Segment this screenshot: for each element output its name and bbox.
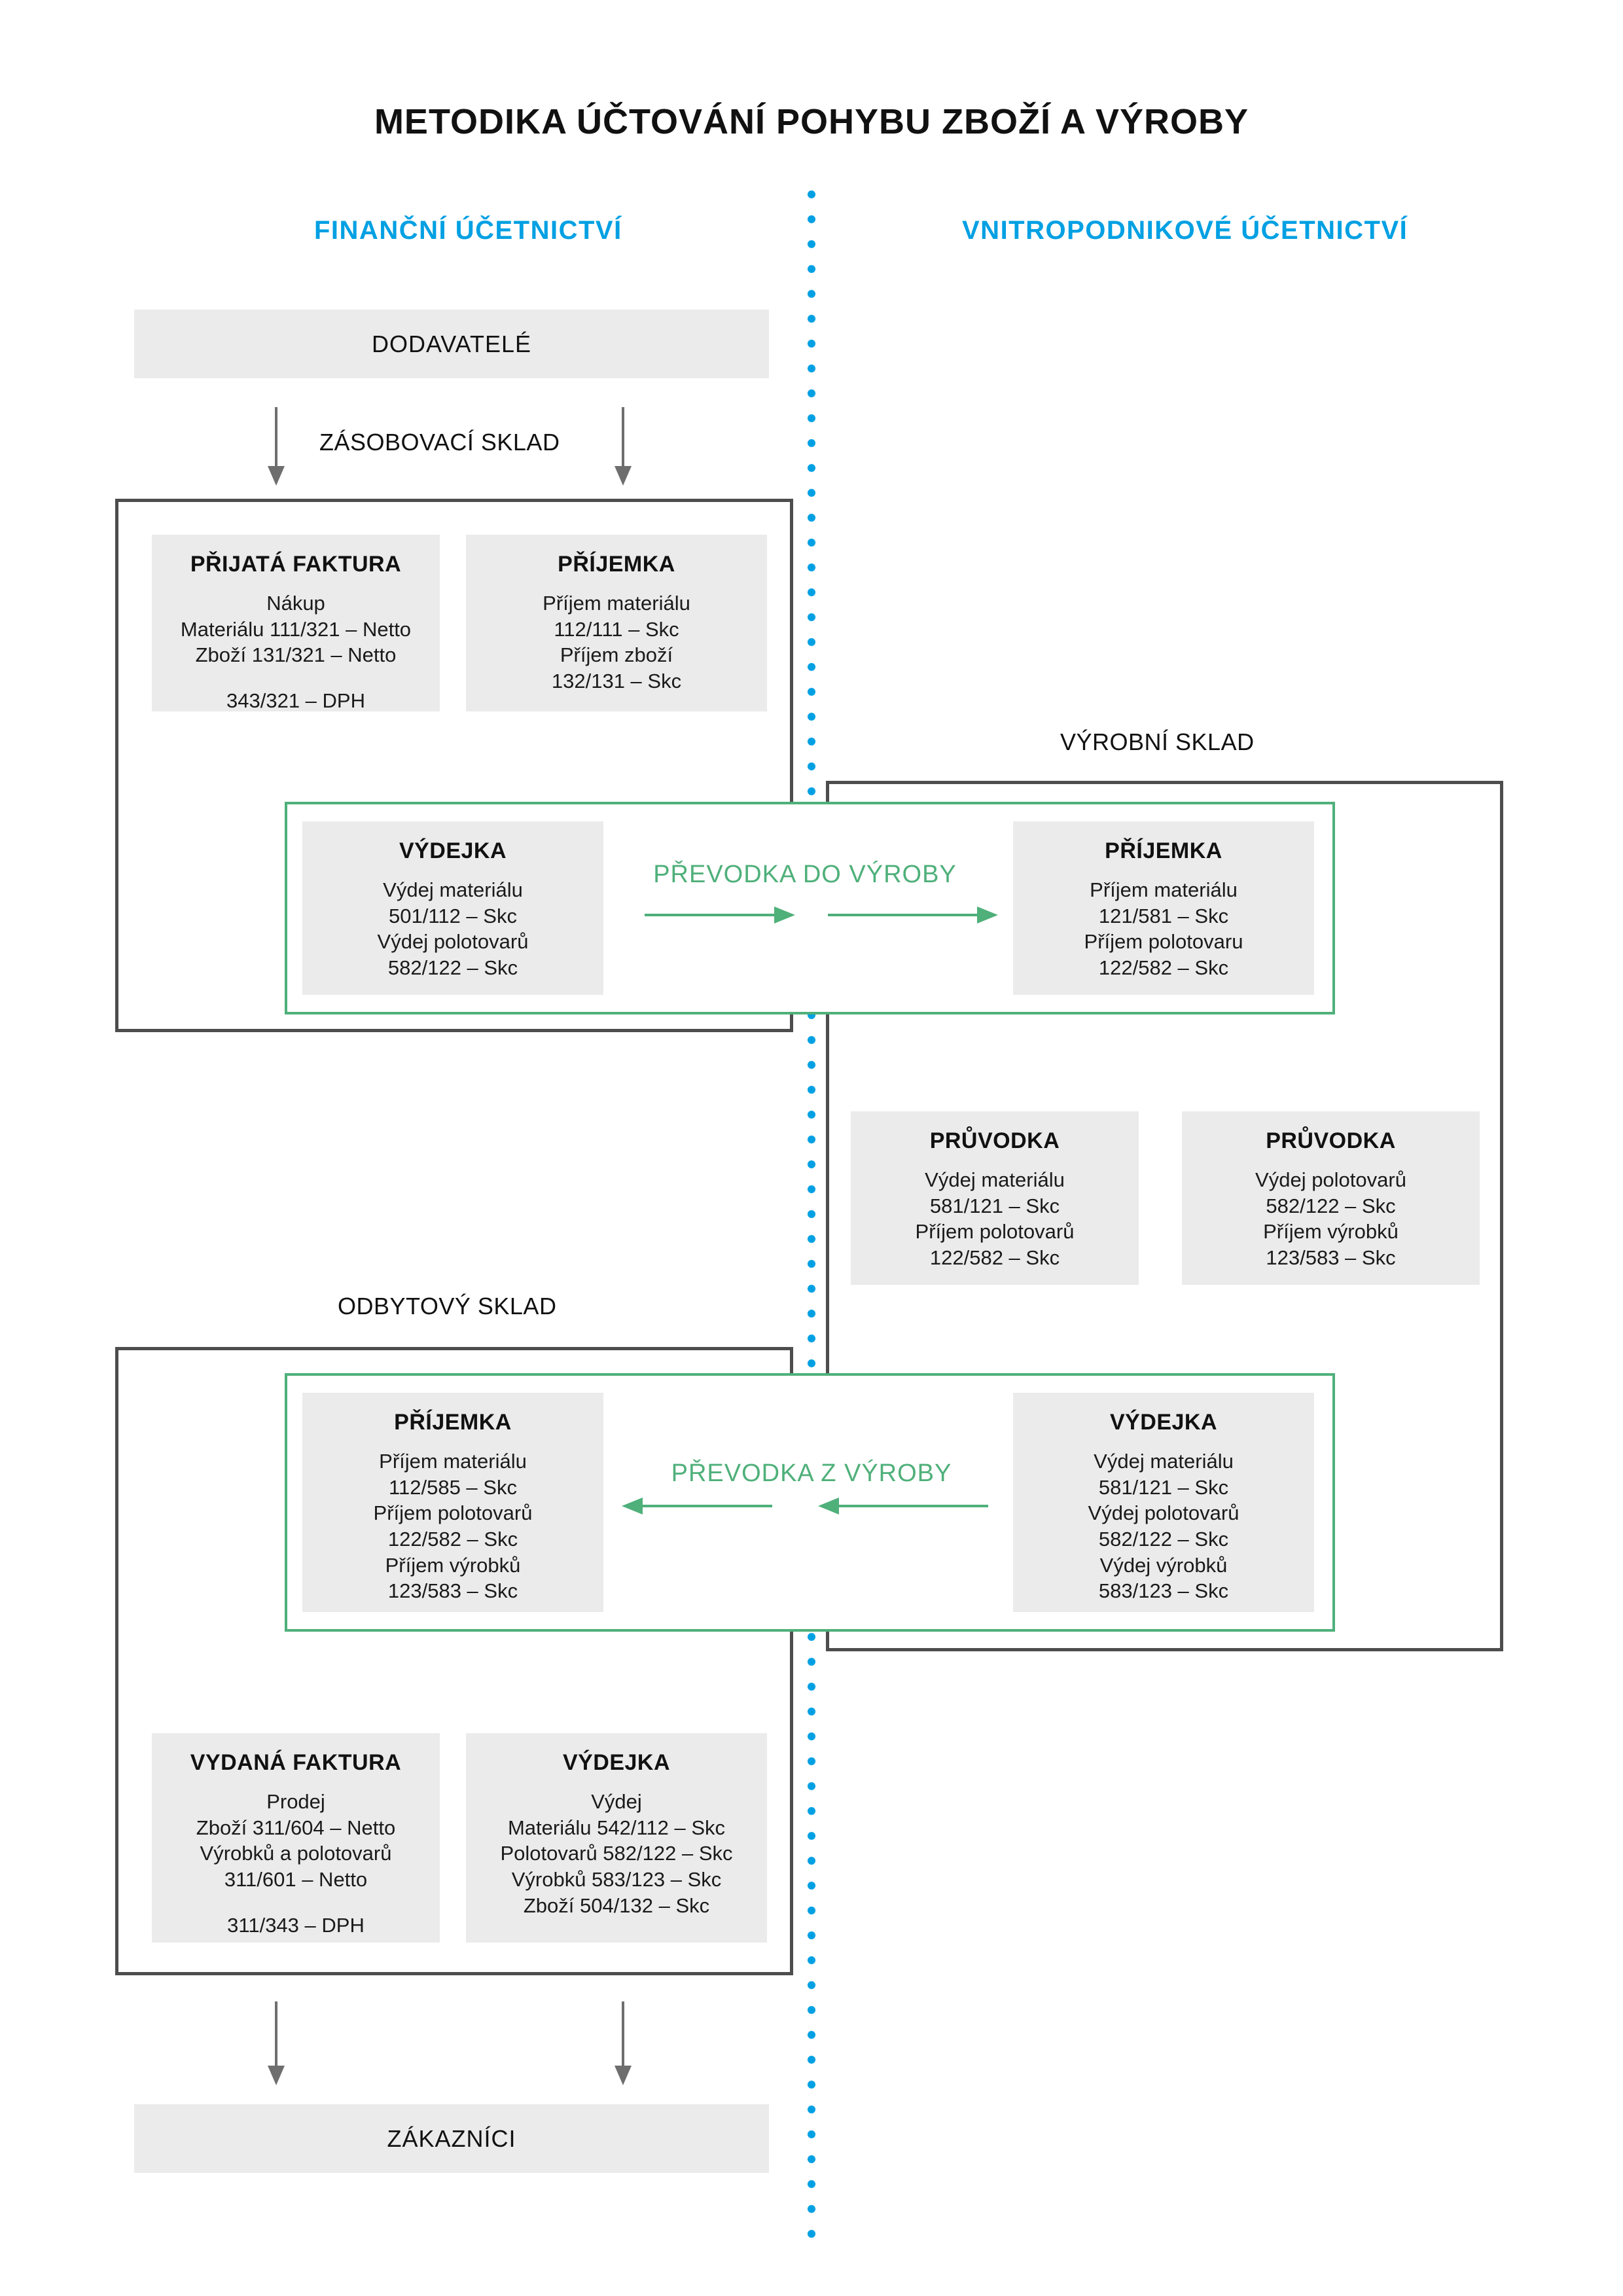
card-line: 581/121 – Skc — [929, 1194, 1060, 1217]
card-line: Výdej polotovarů — [1088, 1501, 1240, 1525]
card-line: Výdej materiálu — [1094, 1450, 1234, 1473]
card-line: 501/112 – Skc — [389, 904, 517, 927]
card-line-extra: 311/343 – DPH — [227, 1913, 365, 1937]
card-title: PRŮVODKA — [929, 1128, 1060, 1153]
card-routing-right: PRŮVODKA Výdej polotovarů 582/122 – Skc … — [1182, 1111, 1480, 1285]
card-receipt-supply: PŘÍJEMKA Příjem materiálu 112/111 – Skc … — [466, 535, 767, 711]
customers-banner: ZÁKAZNÍCI — [134, 2104, 769, 2173]
card-line: Zboží 504/132 – Skc — [523, 1893, 710, 1917]
card-title: PRŮVODKA — [1266, 1128, 1396, 1153]
card-line: Výdej polotovarů — [1255, 1168, 1406, 1191]
card-line: Zboží 311/604 – Netto — [196, 1816, 396, 1839]
card-line: 112/585 – Skc — [389, 1475, 517, 1499]
card-line: Příjem materiálu — [543, 592, 690, 615]
production-warehouse-label: VÝROBNÍ SKLAD — [1060, 728, 1255, 755]
card-line-extra: 343/321 – DPH — [226, 689, 365, 713]
card-line: 122/582 – Skc — [1098, 956, 1229, 980]
card-line: 132/131 – Skc — [551, 670, 682, 693]
arrow-suppliers-to-receipt — [612, 407, 634, 486]
card-title: PŘÍJEMKA — [558, 552, 675, 577]
card-title: VÝDEJKA — [1109, 1410, 1218, 1435]
card-title: PŘÍJEMKA — [394, 1410, 512, 1435]
transfer-from-production-label: PŘEVODKA Z VÝROBY — [671, 1460, 952, 1487]
card-line: 581/121 – Skc — [1098, 1475, 1229, 1499]
card-line: Polotovarů 582/122 – Skc — [500, 1842, 733, 1865]
card-line: Příjem polotovarů — [373, 1501, 533, 1525]
suppliers-banner: DODAVATELÉ — [134, 310, 769, 378]
card-title: VÝDEJKA — [562, 1750, 671, 1775]
card-line: Výdej materiálu — [383, 878, 523, 901]
page-title: METODIKA ÚČTOVÁNÍ POHYBU ZBOŽÍ A VÝROBY — [374, 102, 1249, 141]
card-line: 112/111 – Skc — [554, 617, 679, 641]
arrow-transfer-to-production-a — [645, 906, 795, 924]
card-line: 582/122 – Skc — [1266, 1194, 1396, 1217]
card-line: 121/581 – Skc — [1098, 904, 1229, 927]
card-title: PŘÍJEMKA — [1105, 838, 1222, 863]
card-line: Příjem materiálu — [379, 1450, 527, 1473]
card-line: Příjem polotovaru — [1084, 930, 1243, 954]
arrow-transfer-from-production-a — [622, 1498, 772, 1515]
card-line: 311/601 – Netto — [224, 1868, 368, 1892]
card-line: Materiálu 542/112 – Skc — [507, 1816, 725, 1839]
card-issue-to-production: VÝDEJKA Výdej materiálu 501/112 – Skc Vý… — [302, 821, 603, 995]
card-line: Příjem zboží — [560, 643, 673, 667]
card-line: 582/122 – Skc — [1098, 1528, 1229, 1551]
arrow-transfer-to-production-b — [828, 906, 998, 924]
card-line: Výdej materiálu — [925, 1168, 1065, 1191]
arrow-issue-to-customers — [612, 2001, 634, 2087]
card-line: 122/582 – Skc — [387, 1528, 518, 1551]
card-receipt-production: PŘÍJEMKA Příjem materiálu 121/581 – Skc … — [1013, 821, 1314, 995]
card-received-invoice: PŘIJATÁ FAKTURA Nákup Materiálu 111/321 … — [152, 535, 440, 713]
card-line: 123/583 – Skc — [1266, 1246, 1396, 1270]
sales-warehouse-label: ODBYTOVÝ SKLAD — [338, 1293, 557, 1319]
card-line: 122/582 – Skc — [929, 1246, 1060, 1270]
arrow-suppliers-to-invoice — [265, 407, 287, 486]
card-line: Výdej výrobků — [1099, 1553, 1228, 1577]
card-line: Materiálu 111/321 – Netto — [180, 617, 412, 641]
card-line: Nákup — [266, 592, 325, 615]
supply-warehouse-frame — [115, 499, 793, 1032]
card-line: Příjem materiálu — [1090, 878, 1238, 901]
card-title: PŘIJATÁ FAKTURA — [190, 552, 402, 577]
arrow-transfer-from-production-b — [818, 1498, 988, 1515]
card-line: 123/583 – Skc — [387, 1579, 518, 1603]
suppliers-label: DODAVATELÉ — [371, 330, 532, 357]
card-line: Výdej polotovarů — [377, 930, 529, 954]
vertical-dotted-divider — [807, 190, 816, 2251]
card-line: Příjem polotovarů — [915, 1220, 1075, 1244]
card-receipt-sales: PŘÍJEMKA Příjem materiálu 112/585 – Skc … — [302, 1393, 603, 1612]
sales-warehouse-frame — [115, 1347, 793, 1975]
card-line: Výrobků 583/123 – Skc — [511, 1868, 722, 1892]
production-warehouse-frame — [826, 781, 1503, 1651]
card-line: Výrobků a polotovarů — [200, 1842, 392, 1865]
transfer-to-production-label: PŘEVODKA DO VÝROBY — [653, 861, 957, 888]
column-header-internal: VNITROPODNIKOVÉ ÚČETNICTVÍ — [962, 216, 1408, 245]
card-title: VÝDEJKA — [399, 838, 507, 863]
card-line: Prodej — [266, 1790, 325, 1813]
arrow-invoice-to-customers — [265, 2001, 287, 2087]
column-header-financial: FINANČNÍ ÚČETNICTVÍ — [314, 216, 622, 245]
card-line: 583/123 – Skc — [1098, 1579, 1229, 1603]
card-line: Příjem výrobků — [1263, 1220, 1399, 1244]
card-routing-left: PRŮVODKA Výdej materiálu 581/121 – Skc P… — [851, 1111, 1139, 1285]
card-line: Výdej — [591, 1790, 642, 1813]
card-line: Zboží 131/321 – Netto — [195, 643, 397, 667]
card-line: Příjem výrobků — [385, 1553, 521, 1577]
customers-label: ZÁKAZNÍCI — [387, 2125, 516, 2152]
supply-warehouse-label: ZÁSOBOVACÍ SKLAD — [319, 429, 560, 456]
card-title: VYDANÁ FAKTURA — [190, 1750, 402, 1775]
card-issue-sales: VÝDEJKA Výdej Materiálu 542/112 – Skc Po… — [466, 1733, 767, 1943]
card-line: 582/122 – Skc — [387, 956, 518, 980]
card-issue-from-production: VÝDEJKA Výdej materiálu 581/121 – Skc Vý… — [1013, 1393, 1314, 1612]
card-issued-invoice: VYDANÁ FAKTURA Prodej Zboží 311/604 – Ne… — [152, 1733, 440, 1943]
